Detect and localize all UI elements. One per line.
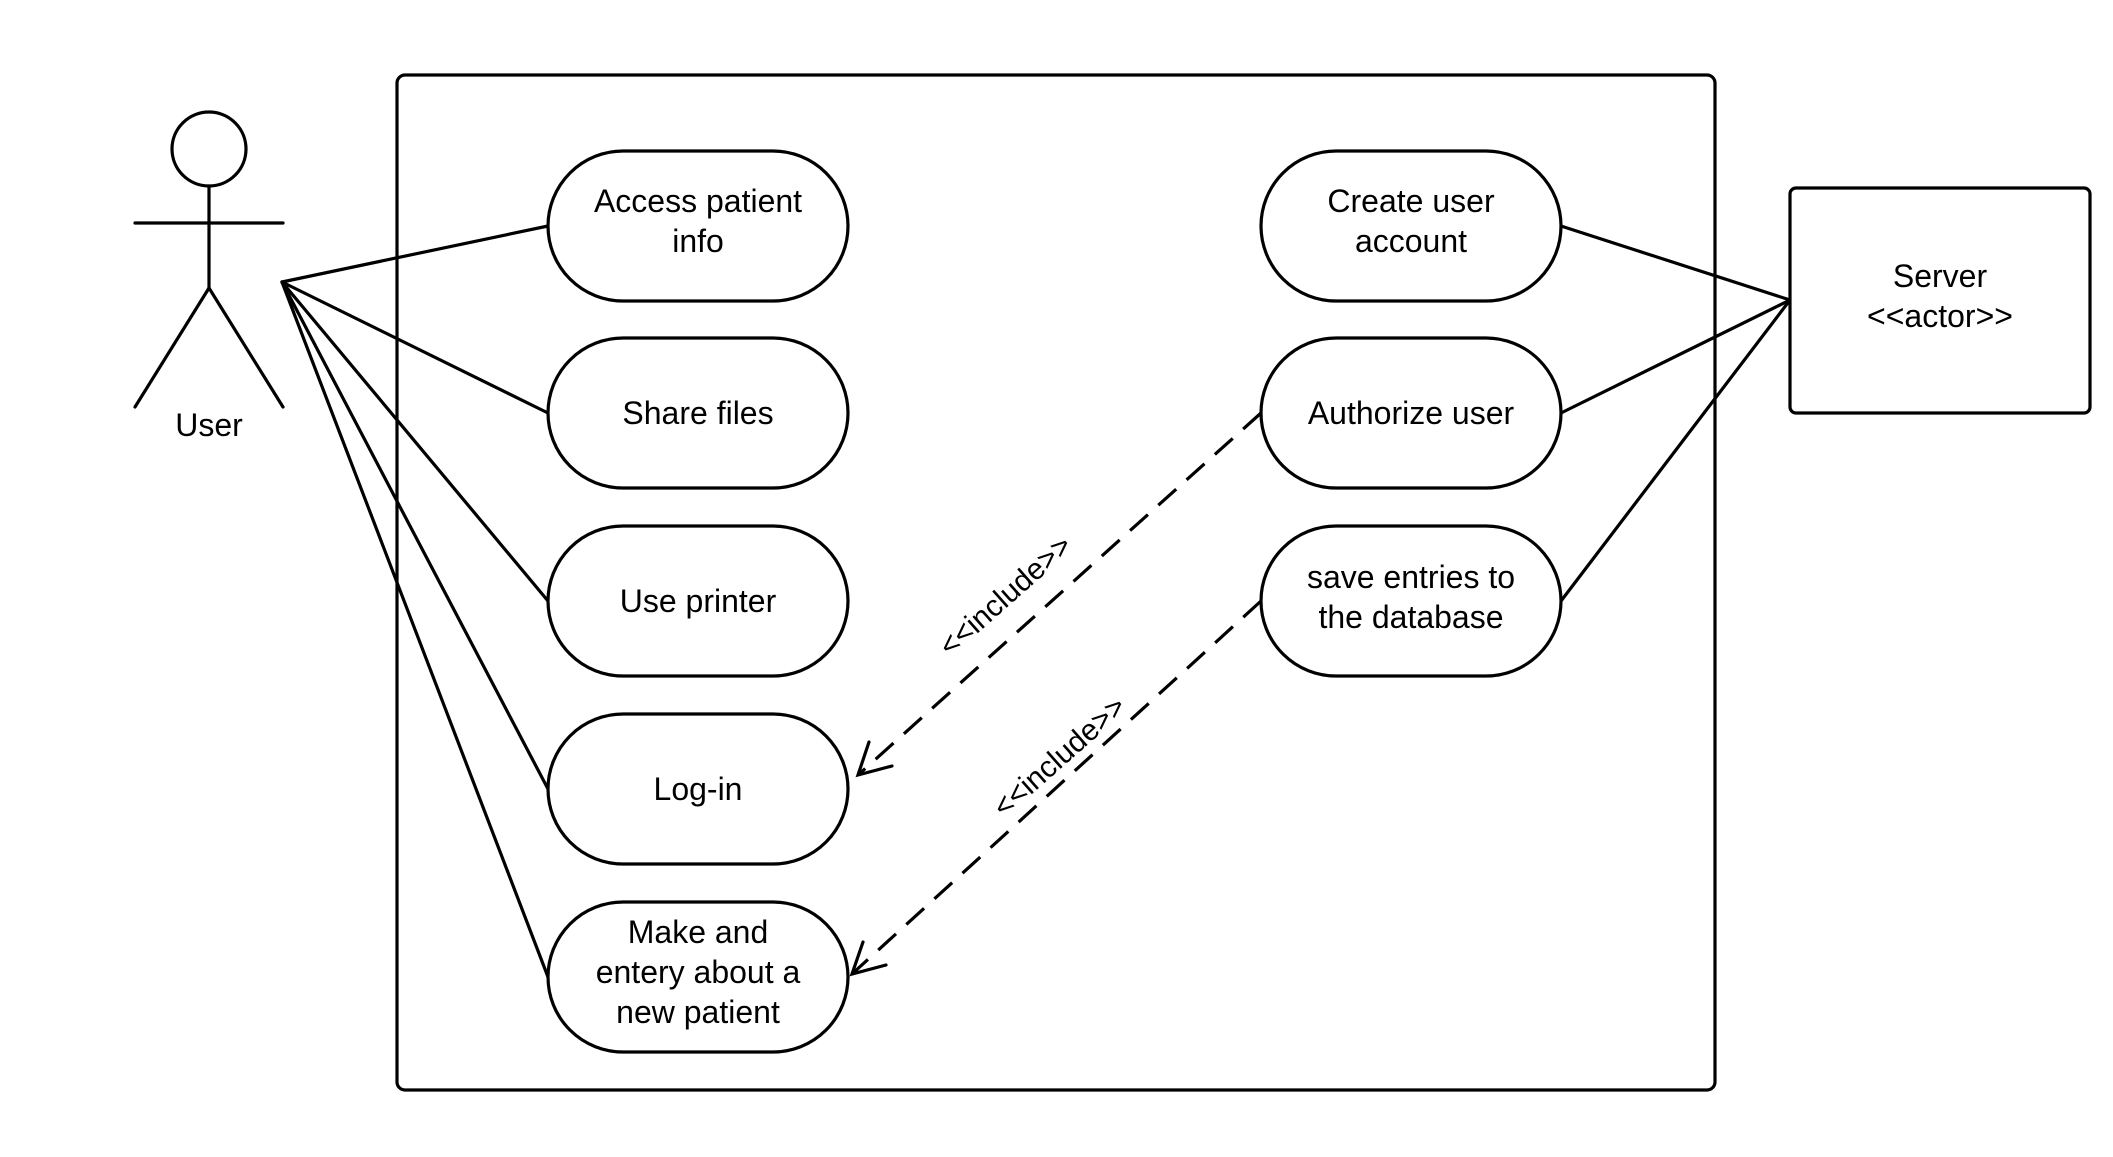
use-case-shape xyxy=(546,712,850,866)
assoc-server-save-entries xyxy=(1559,298,1792,603)
use-case-label-line1: save entries to xyxy=(1307,559,1515,595)
use-case-shape xyxy=(1259,336,1563,490)
assoc-user-log-in xyxy=(280,280,550,791)
server-label-line2: <<actor>> xyxy=(1867,298,2013,334)
use-case-label-line2: entery about a xyxy=(596,954,801,990)
use-case-authorize-user: Authorize user xyxy=(1259,336,1563,490)
assoc-server-create-user-account xyxy=(1559,224,1792,302)
actor-left-leg xyxy=(133,286,211,409)
use-case-label-line1: Create user xyxy=(1327,183,1495,219)
use-case-create-user-account: Create user account xyxy=(1259,149,1563,303)
use-case-label: Use printer xyxy=(620,583,777,619)
assoc-user-use-printer xyxy=(280,280,550,603)
assoc-server-authorize-user xyxy=(1559,298,1792,415)
use-case-shape xyxy=(546,336,850,490)
server-label-line1: Server xyxy=(1893,258,1988,294)
assoc-user-access-patient-info xyxy=(280,224,550,284)
include-arrowhead-2 xyxy=(849,940,888,977)
use-case-label-line1: Access patient xyxy=(594,183,802,219)
use-case-label: Share files xyxy=(622,395,773,431)
include-arrowhead-1 xyxy=(855,740,894,778)
user-actor: User xyxy=(133,110,285,443)
include-relation-1: <<include>> xyxy=(855,411,1263,778)
use-case-label: Log-in xyxy=(654,771,743,807)
use-case-label-line2: account xyxy=(1355,223,1467,259)
use-case-log-in: Log-in xyxy=(546,712,850,866)
assoc-user-make-entry xyxy=(280,280,550,979)
use-case-save-entries: save entries to the database xyxy=(1259,524,1563,678)
use-case-label-line1: Make and xyxy=(628,914,769,950)
use-case-share-files: Share files xyxy=(546,336,850,490)
use-case-label: Authorize user xyxy=(1308,395,1515,431)
use-case-label-line2: info xyxy=(672,223,724,259)
server-box xyxy=(1788,186,2092,415)
assoc-user-share-files xyxy=(280,280,550,415)
server-associations xyxy=(1559,224,1792,603)
include-line-authorize-to-login xyxy=(856,411,1263,777)
include-label-2: <<include>> xyxy=(987,690,1133,824)
include-relation-2: <<include>> xyxy=(849,599,1263,977)
use-case-label-line3: new patient xyxy=(616,994,780,1030)
actor-right-leg xyxy=(207,286,285,409)
use-case-label-line2: the database xyxy=(1318,599,1503,635)
server-actor: Server <<actor>> xyxy=(1788,186,2092,415)
use-case-shape xyxy=(1259,524,1563,678)
use-case-shape xyxy=(1259,149,1563,303)
use-case-shape xyxy=(546,524,850,678)
include-line-save-to-make-entry xyxy=(850,599,1263,976)
actor-head xyxy=(170,110,248,188)
use-case-access-patient-info: Access patient info xyxy=(546,149,850,303)
use-case-shape xyxy=(546,900,850,1054)
use-case-use-printer: Use printer xyxy=(546,524,850,678)
use-case-shape xyxy=(546,149,850,303)
user-actor-label: User xyxy=(175,407,243,443)
use-case-make-entry: Make and entery about a new patient xyxy=(546,900,850,1054)
user-associations xyxy=(280,224,550,979)
